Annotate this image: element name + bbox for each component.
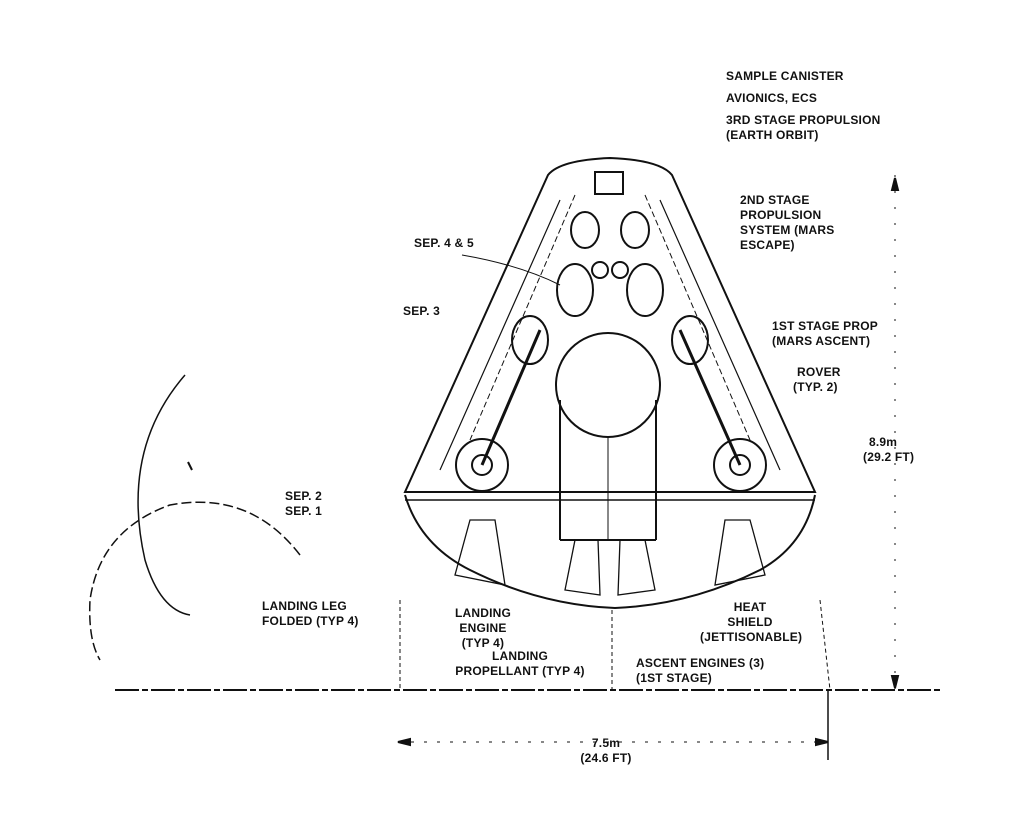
label-first-stage-line2: (MARS ASCENT) <box>772 334 871 348</box>
label-landing-propellant: LANDING PROPELLANT (TYP 4) <box>440 649 600 679</box>
label-width-m: 7.5m <box>591 736 621 750</box>
label-sep-2: SEP. 2 <box>285 489 323 503</box>
separation-arc-1 <box>137 374 191 616</box>
label-heat-shield-line2: SHIELD <box>727 615 773 629</box>
label-second-stage-line4: ESCAPE) <box>740 238 795 252</box>
separation-arc-2 <box>88 501 301 661</box>
label-landing-leg-line2: FOLDED (TYP 4) <box>262 614 359 628</box>
aeroshell-outline <box>403 156 817 493</box>
label-rover: ROVER <box>797 365 841 379</box>
rover-wheel-right <box>713 438 767 492</box>
label-sep-1: SEP. 1 <box>285 504 323 518</box>
label-ascent-engines-line2: (1ST STAGE) <box>636 671 712 685</box>
label-third-stage-orbit: (EARTH ORBIT) <box>726 128 819 142</box>
label-ascent-engines: ASCENT ENGINES (3) <box>636 656 765 670</box>
sample-canister <box>594 171 624 195</box>
label-second-stage: 2ND STAGE <box>740 193 810 207</box>
first-stage-tank <box>555 332 661 438</box>
label-third-stage: 3RD STAGE PROPULSION <box>726 113 881 127</box>
label-landing-engine: LANDING ENGINE (TYP 4) <box>448 606 518 651</box>
label-landing-engine-line3: (TYP 4) <box>461 636 505 650</box>
label-landing-leg: LANDING LEG <box>262 599 347 613</box>
label-landing-propellant-line1: LANDING <box>491 649 549 663</box>
label-sep-3: SEP. 3 <box>403 304 441 318</box>
label-height-m: 8.9m <box>869 435 898 449</box>
heat-shield <box>404 494 816 610</box>
label-second-stage-line3: SYSTEM (MARS <box>740 223 835 237</box>
label-landing-propellant-line2: PROPELLANT (TYP 4) <box>455 664 585 678</box>
label-heat-shield: HEAT SHIELD (JETTISONABLE) <box>700 600 803 645</box>
label-landing-engine-line1: LANDING <box>454 606 512 620</box>
label-width-ft: (24.6 FT) <box>580 751 632 765</box>
label-landing-engine-line2: ENGINE <box>459 621 507 635</box>
label-heat-shield-line3: (JETTISONABLE) <box>700 630 803 644</box>
label-sep-4-5: SEP. 4 & 5 <box>414 236 474 250</box>
label-avionics: AVIONICS, ECS <box>726 91 818 105</box>
label-rover-line2: (TYP. 2) <box>793 380 838 394</box>
label-first-stage: 1ST STAGE PROP <box>772 319 878 333</box>
label-height-ft: (29.2 FT) <box>863 450 915 464</box>
label-heat-shield-line1: HEAT <box>733 600 767 614</box>
rover-wheel-left <box>455 438 509 492</box>
label-second-stage-line2: PROPULSION <box>740 208 822 222</box>
label-sample-canister: SAMPLE CANISTER <box>726 69 844 83</box>
